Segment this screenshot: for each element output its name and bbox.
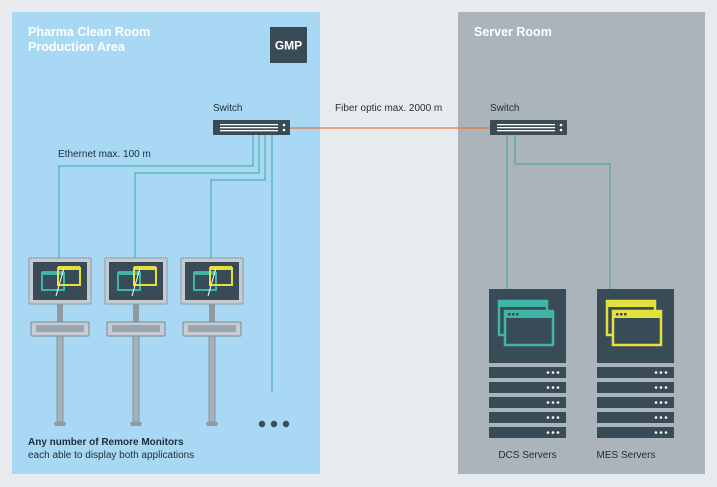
- server-room-switch-label: Switch: [490, 103, 519, 114]
- ethernet-line-monitor-1: [58, 135, 254, 262]
- clean-room-title-line2: Production Area: [28, 40, 126, 54]
- clean-room-title-line1: Pharma Clean Room: [28, 25, 150, 39]
- dcs-server: DCS Servers: [489, 289, 566, 461]
- ellipsis-icon: [258, 420, 290, 428]
- ethernet-label: Ethernet max. 100 m: [58, 149, 151, 160]
- server-room-switch: [490, 120, 567, 135]
- fiber-label: Fiber optic max. 2000 m: [335, 103, 442, 114]
- clean-room-switch-label: Switch: [213, 103, 242, 114]
- server-line-mes: [514, 135, 611, 290]
- ethernet-line-monitor-2: [134, 135, 260, 262]
- ethernet-lines: [58, 135, 273, 392]
- remote-monitors: [28, 257, 244, 427]
- server-lines: [506, 135, 611, 290]
- dcs-server-label: DCS Servers: [498, 450, 556, 461]
- ethernet-line-monitor-3: [210, 135, 266, 262]
- monitors-caption-line2: each able to display both applications: [28, 450, 194, 461]
- gmp-badge-label: GMP: [275, 39, 302, 53]
- mes-server-label: MES Servers: [597, 450, 656, 461]
- mes-server: MES Servers: [597, 289, 674, 461]
- gmp-badge: GMP: [270, 27, 307, 63]
- monitors-caption-line1: Any number of Remore Monitors: [28, 437, 184, 448]
- clean-room-switch: [213, 120, 290, 135]
- server-room-title: Server Room: [474, 25, 552, 39]
